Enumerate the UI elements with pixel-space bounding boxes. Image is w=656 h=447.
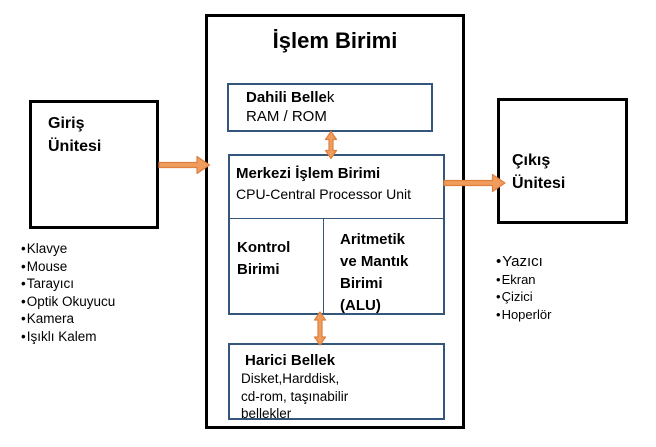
output-device-label: Hoperlör — [501, 306, 552, 322]
input-device-label: Klavye — [26, 241, 68, 256]
output-device-label: Ekran — [501, 271, 536, 287]
control-unit-label-line: Birimi — [237, 261, 280, 278]
bullet-icon: • — [21, 241, 26, 256]
input-device-label: Optik Okuyucu — [26, 293, 116, 309]
input-device-label: Kamera — [26, 311, 75, 326]
external-memory-line: bellekler — [241, 406, 292, 421]
bullet-icon: • — [496, 289, 501, 304]
bullet-icon: • — [21, 258, 26, 274]
output-device-label: Çizici — [501, 289, 533, 304]
output-device-item: •Yazıcı — [496, 253, 551, 271]
cpu-header: Merkezi İşlem Birimi CPU-Central Process… — [230, 156, 443, 218]
external-memory-box: Harici Bellek Disket,Harddisk, cd-rom, ta… — [228, 343, 445, 423]
output-device-item: •Ekran — [496, 271, 551, 289]
external-memory-line: Disket,Harddisk, — [241, 371, 340, 386]
bullet-icon: • — [496, 271, 501, 287]
input-to-processing-arrow-icon — [158, 155, 211, 175]
bullet-icon: • — [496, 253, 502, 270]
input-device-item: •Kamera — [21, 310, 115, 328]
bullet-icon: • — [21, 293, 26, 309]
input-device-item: •Optik Okuyucu — [21, 293, 115, 311]
external-memory-line: cd-rom, taşınabilir — [241, 388, 349, 404]
input-device-item: •Işıklı Kalem — [21, 328, 115, 346]
output-device-list: •Yazıcı•Ekran•Çizici•Hoperlör — [496, 253, 551, 323]
input-device-item: •Mouse — [21, 258, 115, 276]
output-device-item: •Çizici — [496, 288, 551, 306]
bullet-icon: • — [21, 311, 26, 326]
bullet-icon: • — [21, 276, 26, 291]
bullet-icon: • — [21, 328, 26, 344]
alu-label-line: ve Mantık — [340, 253, 409, 270]
bullet-icon: • — [496, 306, 501, 322]
cpu-title: Merkezi İşlem Birimi — [236, 165, 381, 182]
input-device-item: •Klavye — [21, 240, 115, 258]
processing-unit-title: İşlem Birimi — [272, 28, 398, 53]
cpu-box: Merkezi İşlem Birimi CPU-Central Process… — [228, 154, 445, 315]
input-device-label: Tarayıcı — [26, 276, 74, 291]
external-memory-title: Harici Bellek — [245, 352, 336, 369]
internal-memory-title: Dahili Bellek — [246, 89, 335, 106]
control-unit-label-line: Kontrol — [237, 239, 291, 256]
input-device-item: •Tarayıcı — [21, 275, 115, 293]
output-device-label: Yazıcı — [502, 253, 543, 270]
external-memory-lines: Disket,Harddisk, cd-rom, taşınabilir belle… — [241, 370, 437, 423]
cpu-subtitle: CPU-Central Processor Unit — [236, 186, 412, 202]
input-device-label: Mouse — [26, 258, 68, 274]
output-device-item: •Hoperlör — [496, 306, 551, 324]
input-device-list: •Klavye•Mouse•Tarayıcı•Optik Okuyucu•Kam… — [21, 240, 115, 345]
internal-memory-subtitle: RAM / ROM — [246, 108, 327, 125]
internal-memory-box: Dahili Bellek RAM / ROM — [227, 83, 433, 132]
alu-label-line: (ALU) — [340, 297, 381, 314]
input-device-label: Işıklı Kalem — [26, 328, 97, 344]
alu-label-line: Birimi — [340, 275, 383, 292]
alu-label-line: Aritmetik — [340, 231, 406, 248]
